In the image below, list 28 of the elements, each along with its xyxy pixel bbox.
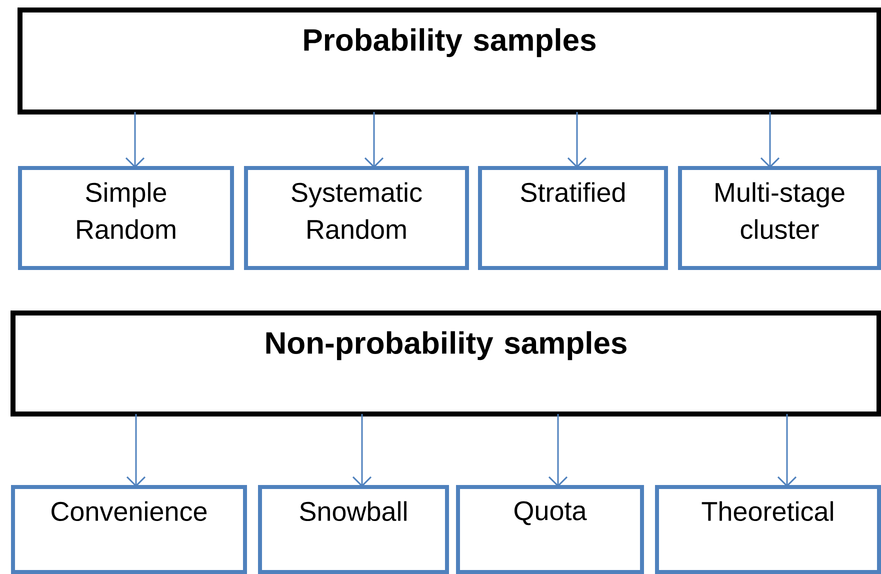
sample-type-label: Stratified (520, 182, 625, 202)
sample-type-box (244, 166, 469, 270)
sample-type-label: Convenience (52, 501, 207, 522)
arrow (125, 112, 145, 168)
sample-type-box (11, 485, 247, 574)
sample-type-box (456, 485, 644, 574)
arrow (567, 112, 587, 168)
sample-type-label: Snowball (300, 501, 406, 522)
arrow (364, 112, 384, 168)
sample-type-box (655, 485, 881, 574)
sample-type-box (478, 166, 668, 270)
sample-type-box (678, 166, 881, 270)
sample-type-label: Multi-stage cluster (716, 182, 844, 240)
arrow (777, 414, 797, 487)
arrow (760, 112, 780, 168)
category-label: Probability samples (304, 28, 596, 58)
sample-type-box (258, 485, 449, 574)
arrow (548, 414, 568, 487)
category-box (18, 8, 881, 114)
sample-type-label: Simple Random (77, 182, 176, 240)
category-label: Non-probability samples (266, 331, 626, 360)
sample-type-label: Quota (514, 501, 587, 526)
arrow (352, 414, 372, 487)
sample-type-box (18, 166, 234, 270)
sample-type-label: Systematic Random (292, 182, 422, 240)
sample-type-label: Theoretical (702, 501, 833, 522)
arrow (126, 414, 146, 487)
category-box (10, 310, 881, 416)
